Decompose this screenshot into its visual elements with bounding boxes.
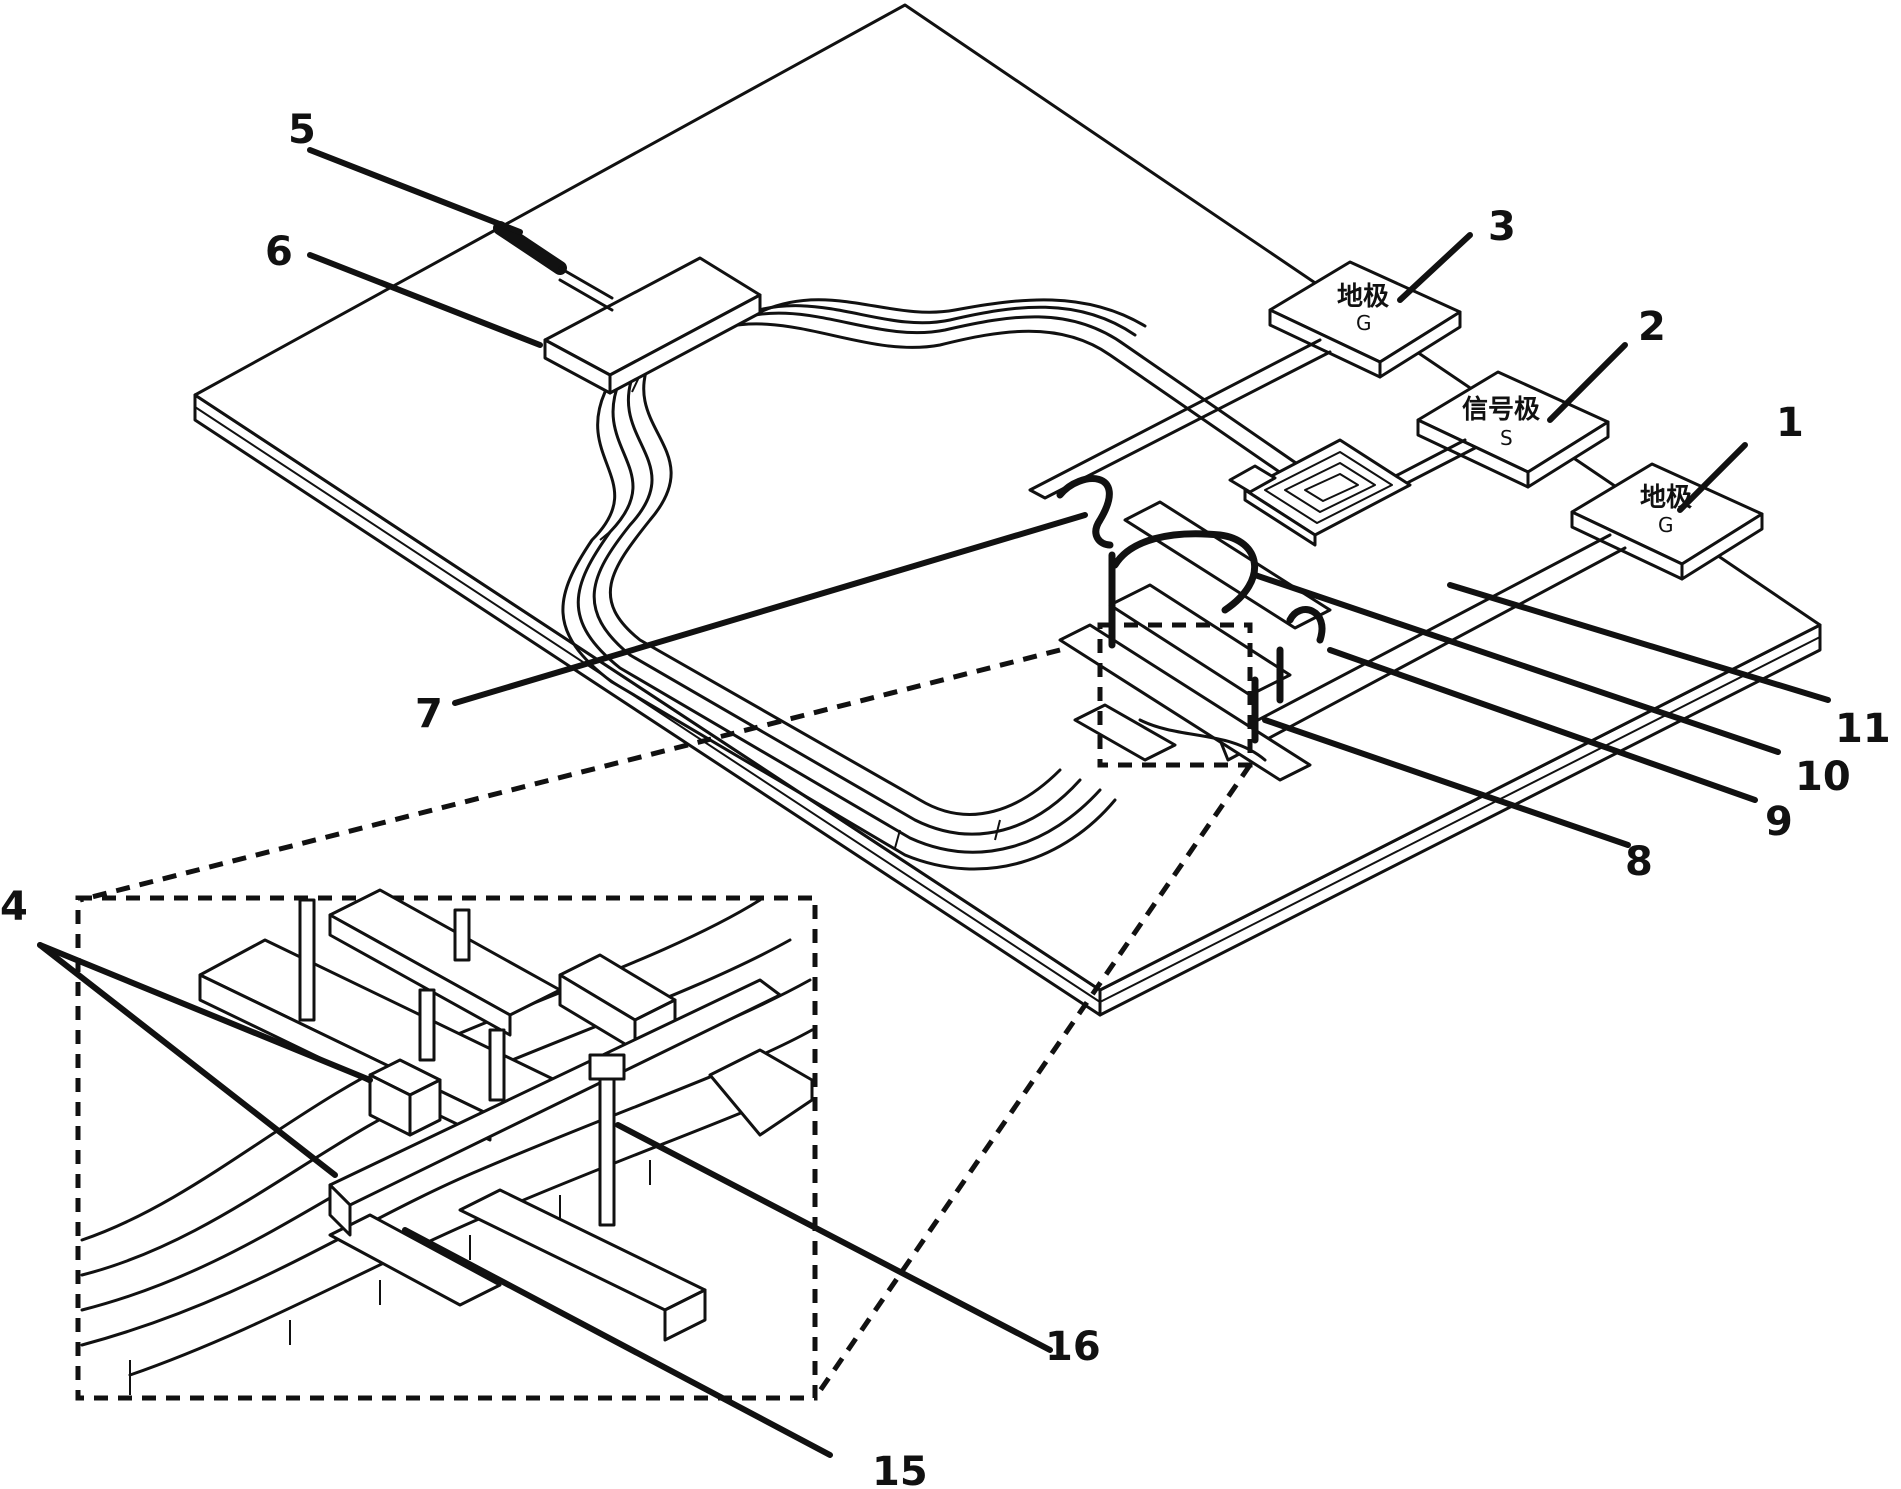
callout-10: 10 xyxy=(1795,754,1851,800)
ground-pad-top-sub: G xyxy=(1356,311,1372,335)
callout-5: 5 xyxy=(288,107,316,153)
callout-4: 4 xyxy=(0,884,28,930)
ground-pad-right-sub: G xyxy=(1658,513,1674,537)
callout-6: 6 xyxy=(265,229,293,275)
leader-2 xyxy=(1550,345,1625,420)
callout-7: 7 xyxy=(415,691,443,737)
callout-15: 15 xyxy=(872,1449,928,1489)
leader-3 xyxy=(1400,235,1470,300)
callout-3: 3 xyxy=(1488,204,1516,250)
callout-9: 9 xyxy=(1765,799,1793,845)
callout-2: 2 xyxy=(1638,304,1666,350)
signal-pad-label: 信号极 xyxy=(1462,395,1541,425)
signal-pad-sub: S xyxy=(1500,426,1513,450)
callout-8: 8 xyxy=(1625,839,1653,885)
callout-11: 11 xyxy=(1835,706,1891,752)
callout-1: 1 xyxy=(1776,400,1804,446)
inset-detail xyxy=(78,890,815,1398)
leader-5 xyxy=(310,150,520,232)
ground-pad-top-label: 地极 xyxy=(1337,282,1390,312)
callout-16: 16 xyxy=(1045,1324,1101,1370)
